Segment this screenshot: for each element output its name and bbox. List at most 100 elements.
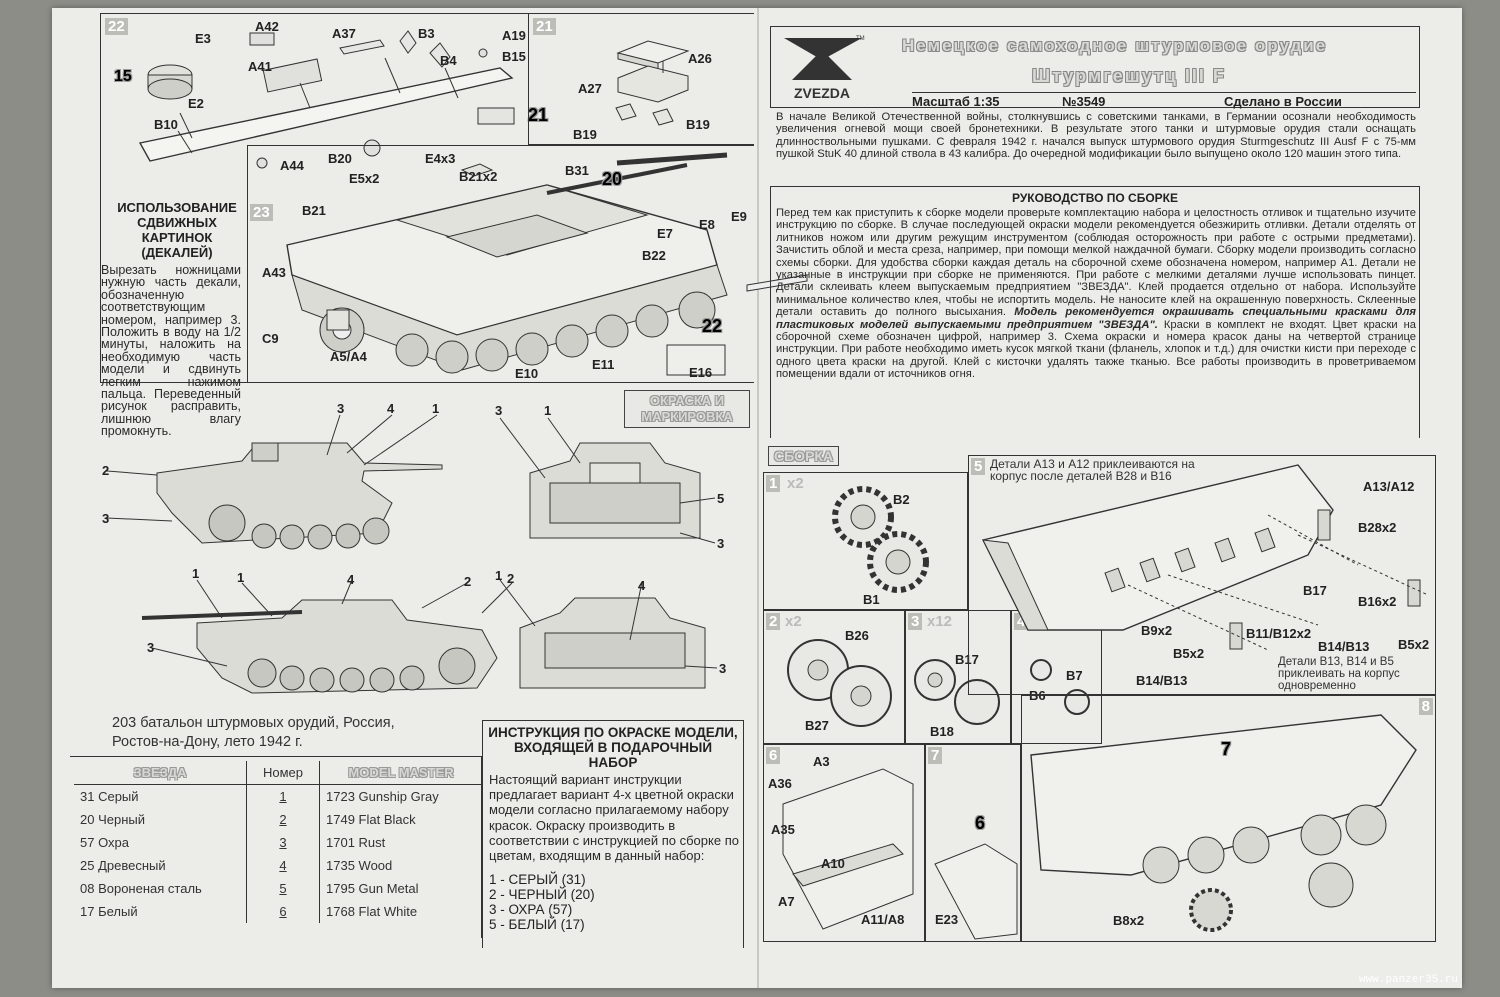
gift-set-panel <box>482 720 744 948</box>
part-label: B5x2 <box>1398 637 1429 652</box>
part-label: B19 <box>573 127 597 142</box>
part-label: B7 <box>1066 668 1083 683</box>
col-number: Номер <box>246 761 320 785</box>
paint-row-zvezda: 31 Серый <box>80 789 139 804</box>
step-count: x2 <box>785 613 802 630</box>
part-label: B1 <box>863 592 880 607</box>
paint-row-zvezda: 57 Охра <box>80 835 129 850</box>
paint-row-zvezda: 08 Вороненая сталь <box>80 881 202 896</box>
callout-22: 22 <box>702 316 722 336</box>
gift-color-4: 5 - БЕЛЫЙ (17) <box>489 917 585 932</box>
paint-row-zvezda: 17 Белый <box>80 904 138 919</box>
part-label: B31 <box>565 163 589 178</box>
step-6-fender: A3 A36 A35 A10 A7 A11/A8 <box>768 754 914 930</box>
part-label: B5x2 <box>1173 646 1204 661</box>
part-label: B20 <box>328 151 352 166</box>
step-2-panel: 2 x2 <box>763 610 905 744</box>
part-label: E7 <box>657 226 673 241</box>
part-label: E3 <box>195 31 211 46</box>
tank-profile-left: 3 4 1 2 3 <box>102 401 443 550</box>
part-label: E9 <box>731 209 747 224</box>
step-count: x2 <box>787 475 804 492</box>
part-label: C9 <box>262 331 279 346</box>
intro-text: В начале Великой Отечественной войны, ст… <box>776 111 1416 161</box>
color-callout: 3 <box>495 403 502 418</box>
step-number: 2 <box>766 613 781 630</box>
guide-bold: Модель рекомендуется окрашивать специаль… <box>776 306 1417 331</box>
part-label: A11/A8 <box>861 912 904 927</box>
part-label: B15 <box>502 49 526 64</box>
step-3-roadwheel: B17 B18 <box>914 652 1000 739</box>
part-label: B17 <box>955 652 979 667</box>
col-model-master: MODEL MASTER <box>319 761 482 785</box>
color-callout: 1 <box>495 568 502 583</box>
color-callout: 1 <box>544 403 551 418</box>
title-line2: Штурмгешутц III F <box>1032 66 1226 86</box>
part-label: B8x2 <box>1113 913 1144 928</box>
tank-profile-right: 1 1 4 2 2 3 <box>141 566 514 694</box>
part-label: A19 <box>502 28 526 43</box>
guide-body-2: Краски в комплект не входят. Цвет краски… <box>776 318 1417 381</box>
part-label: B27 <box>805 718 829 733</box>
guide-text: Перед тем как приступить к сборке модели… <box>776 207 1416 381</box>
tank-rear-view: 1 4 3 <box>495 568 726 689</box>
tank-front-view: 3 1 5 3 <box>495 403 724 551</box>
step-8-panel: 8 <box>1021 695 1436 942</box>
part-label: B14/B13 <box>1318 639 1369 654</box>
part-label: A10 <box>821 856 845 871</box>
part-label: B26 <box>845 628 869 643</box>
part-label: A7 <box>778 894 795 909</box>
step-4-return-roller: B7 B6 <box>1029 659 1090 715</box>
kit-number: №3549 <box>1062 94 1106 109</box>
paint-row-number: 6 <box>246 900 320 923</box>
step-number: 3 <box>908 613 923 630</box>
paint-row-zvezda: 25 Древесный <box>80 858 166 873</box>
part-label: B11/B12x2 <box>1246 626 1311 641</box>
decals-heading: ИСПОЛЬЗОВАНИЕ СДВИЖНЫХ КАРТИНОК (ДЕКАЛЕЙ… <box>117 200 237 260</box>
paint-row-number: 2 <box>246 808 320 831</box>
paint-row-mm: 1768 Flat White <box>319 900 482 923</box>
scale-label: Масштаб 1:35 <box>912 92 1416 109</box>
part-label: B2 <box>893 492 910 507</box>
guide-frame <box>770 186 1420 438</box>
painting-section-label: ОКРАСКА И МАРКИРОВКА <box>624 390 750 428</box>
part-label: B19 <box>686 117 710 132</box>
color-callout: 4 <box>638 578 646 593</box>
callout-6: 6 <box>975 813 985 833</box>
step-number: 1 <box>766 475 781 492</box>
part-label: A5/A4 <box>330 349 368 364</box>
part-label: B3 <box>418 26 435 41</box>
color-callout: 2 <box>507 571 514 586</box>
step-21-panel: 21 <box>528 13 754 145</box>
paint-row-mm: 1735 Wood <box>319 854 482 877</box>
part-label: A43 <box>262 265 286 280</box>
guide-body: Перед тем как приступить к сборке модели… <box>776 207 1416 319</box>
step-23-panel: 23 <box>247 145 754 383</box>
step-6-panel: 6 <box>763 744 925 942</box>
decals-panel <box>100 145 247 383</box>
part-label: E4x3 <box>425 151 455 166</box>
part-label: A41 <box>248 59 272 74</box>
step-number: 7 <box>928 747 943 764</box>
step-8-suspension: 7 B8x2 <box>1030 714 1417 932</box>
step-5-panel: 5 <box>968 455 1436 695</box>
step-number: 8 <box>1418 698 1433 715</box>
step-1-panel: 1 x2 <box>763 472 968 610</box>
header-frame <box>770 26 1420 108</box>
gift-color-1: 1 - СЕРЫЙ (31) <box>489 872 586 887</box>
step-2-idler: B26 B27 <box>787 628 892 733</box>
part-label: E11 <box>592 357 614 372</box>
step-22-panel: 22 <box>100 13 528 145</box>
step-1-sprocket: B2 B1 <box>832 486 929 607</box>
gift-set-heading: ИНСТРУКЦИЯ ПО ОКРАСКЕ МОДЕЛИ, ВХОДЯЩЕЙ В… <box>488 725 738 770</box>
callout-21: 21 <box>528 105 548 125</box>
step-7-fender: 6 E23 <box>934 813 1018 940</box>
zvezda-logo-mark: TM ZVEZDA <box>784 36 865 101</box>
part-label: E10 <box>515 366 538 381</box>
color-callout: 1 <box>432 401 439 416</box>
step-number: 6 <box>766 747 781 764</box>
part-label: B21x2 <box>459 169 497 184</box>
part-label: B22 <box>642 248 666 263</box>
paint-row-number: 3 <box>246 831 320 854</box>
part-label: A26 <box>688 51 712 66</box>
